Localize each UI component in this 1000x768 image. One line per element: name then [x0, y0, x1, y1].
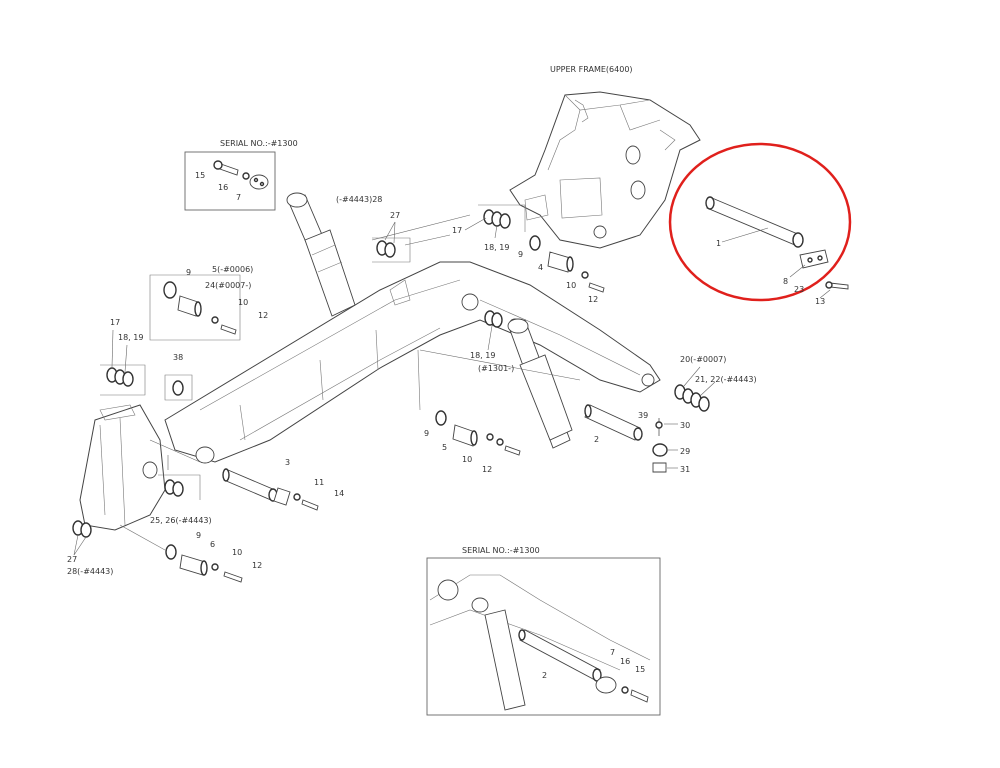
- label-10-lower: 10: [232, 548, 242, 557]
- bushings-25-26: [158, 474, 201, 500]
- pin-2: [584, 404, 643, 441]
- label-7-bottom: 7: [610, 648, 615, 657]
- label-18-19-left: 18, 19: [118, 333, 143, 342]
- label-16-bottom: 16: [620, 657, 630, 666]
- serial-bottom-label: SERIAL NO.:-#1300: [462, 546, 540, 555]
- label-2-middle: 2: [594, 435, 599, 444]
- label-10-left-upper: 10: [238, 298, 248, 307]
- boom-cylinder: [286, 192, 356, 317]
- label-10-middle: 10: [462, 455, 472, 464]
- label-5: 5: [442, 443, 447, 452]
- label-15: 15: [195, 171, 205, 180]
- label-18-19-upper: 18, 19: [484, 243, 509, 252]
- serial-box-top: [184, 151, 276, 211]
- label-21-22-4443: 21, 22(-#4443): [695, 375, 757, 384]
- pin-6-group: [119, 524, 243, 583]
- label-39: 39: [638, 411, 648, 420]
- label-8: 8: [783, 277, 788, 286]
- pin-1: [705, 196, 849, 299]
- label-20-0007: 20(-#0007): [680, 355, 726, 364]
- label-9-middle: 9: [424, 429, 429, 438]
- label-25-26: 25, 26(-#4443): [150, 516, 212, 525]
- label-28-4443-bottom: 28(-#4443): [67, 567, 113, 576]
- label-1: 1: [716, 239, 721, 248]
- label-13: 13: [815, 297, 825, 306]
- bushings-17-18-19-upper: [464, 204, 526, 239]
- label-9-upper: 9: [518, 250, 523, 259]
- fittings-29-30-31-39: [652, 418, 678, 473]
- bushings-20-21-22: [674, 366, 716, 412]
- label-23: 23: [794, 285, 804, 294]
- label-11: 11: [314, 478, 324, 487]
- bushings-18-19-middle: [484, 310, 503, 351]
- upper-frame: [509, 91, 701, 249]
- pin-4-group: [529, 235, 605, 293]
- label-28-4443: (-#4443)28: [336, 195, 382, 204]
- label-29: 29: [680, 447, 690, 456]
- arm-end: [79, 404, 166, 531]
- label-4: 4: [538, 263, 543, 272]
- label-15-bottom: 15: [635, 665, 645, 674]
- pin-24-group: [149, 274, 241, 341]
- label-2-bottom: 2: [542, 671, 547, 680]
- label-12-lower: 12: [252, 561, 262, 570]
- label-10-upper: 10: [566, 281, 576, 290]
- serial-bottom-parts: [429, 574, 651, 711]
- bushings-17-18-19-left: [100, 329, 146, 396]
- serial-top-label: SERIAL NO.:-#1300: [220, 139, 298, 148]
- label-5-0006: 5(-#0006): [212, 265, 253, 274]
- label-16: 16: [218, 183, 228, 192]
- label-14: 14: [334, 489, 344, 498]
- label-27-bottom: 27: [67, 555, 77, 564]
- label-upper-frame: UPPER FRAME(6400): [550, 65, 633, 74]
- label-12-middle: 12: [482, 465, 492, 474]
- label-9-lower: 9: [196, 531, 201, 540]
- boom: [164, 261, 661, 464]
- label-9-left-upper: 9: [186, 268, 191, 277]
- label-18-19-middle: 18, 19: [470, 351, 495, 360]
- arm-cylinder: [507, 318, 573, 449]
- label-12-left-upper: 12: [258, 311, 268, 320]
- pin-3-group: [222, 468, 319, 511]
- serial-top-parts: [213, 160, 269, 190]
- label-27-upper: 27: [390, 211, 400, 220]
- label-7-top: 7: [236, 193, 241, 202]
- bushings-27-28-bottom: [72, 520, 92, 556]
- bushings-27: [372, 221, 411, 263]
- label-17-upper: 17: [452, 226, 462, 235]
- label-1301: (#1301-): [478, 364, 514, 373]
- label-38: 38: [173, 353, 183, 362]
- label-31: 31: [680, 465, 690, 474]
- label-12-upper: 12: [588, 295, 598, 304]
- pin-5-group: [417, 349, 521, 456]
- highlight-circle: [668, 142, 852, 302]
- serial-box-bottom: [426, 557, 661, 716]
- bushing-38: [164, 374, 193, 401]
- label-30: 30: [680, 421, 690, 430]
- label-6: 6: [210, 540, 215, 549]
- label-17-left: 17: [110, 318, 120, 327]
- label-3: 3: [285, 458, 290, 467]
- label-24-0007: 24(#0007-): [205, 281, 251, 290]
